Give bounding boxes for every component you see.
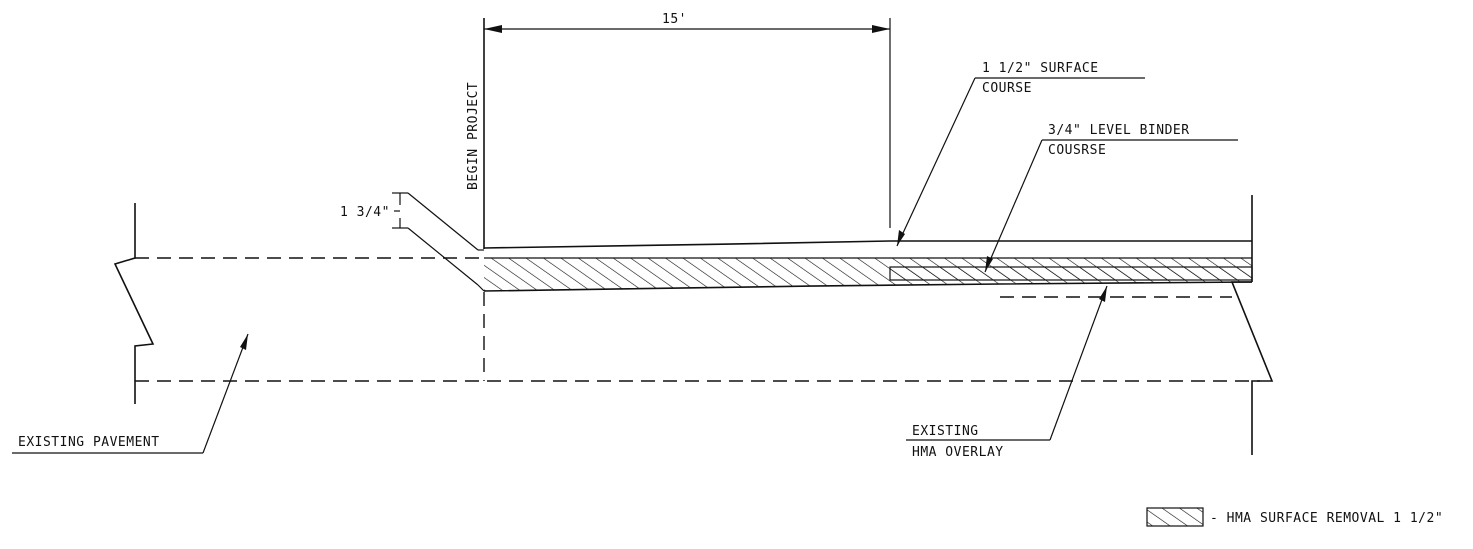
level-binder-line2: COUSRSE: [1048, 143, 1106, 158]
overlay-bottom-line: [483, 281, 1253, 292]
existing-pavement-label: EXISTING PAVEMENT: [18, 435, 160, 450]
left-break-line: [113, 203, 155, 404]
dimension-label: 15': [662, 12, 687, 27]
taper-dim-label: 1 3/4": [340, 205, 390, 220]
level-binder-callout: 3/4" LEVEL BINDER COUSRSE: [984, 123, 1238, 273]
dimension-15ft: 15': [484, 12, 891, 228]
legend: - HMA SURFACE REMOVAL 1 1/2": [1146, 507, 1443, 527]
existing-overlay-callout: EXISTING HMA OVERLAY: [906, 285, 1108, 460]
existing-overlay-line2: HMA OVERLAY: [912, 445, 1004, 460]
surface-course-line1: 1 1/2" SURFACE: [982, 61, 1099, 76]
existing-pavement-callout: EXISTING PAVEMENT: [12, 333, 249, 454]
legend-text: - HMA SURFACE REMOVAL 1 1/2": [1210, 511, 1443, 526]
right-break-line: [1230, 281, 1274, 455]
surface-course-top: [483, 240, 1252, 249]
surface-course-line2: COURSE: [982, 81, 1032, 96]
level-binder-layer: [889, 266, 1253, 281]
taper-dimension: 1 3/4": [340, 192, 485, 292]
level-binder-line1: 3/4" LEVEL BINDER: [1048, 123, 1190, 138]
legend-hatch-swatch: [1146, 507, 1204, 527]
surface-course-callout: 1 1/2" SURFACE COURSE: [896, 61, 1145, 247]
begin-project-label: BEGIN PROJECT: [466, 82, 481, 190]
existing-overlay-line1: EXISTING: [912, 424, 979, 439]
